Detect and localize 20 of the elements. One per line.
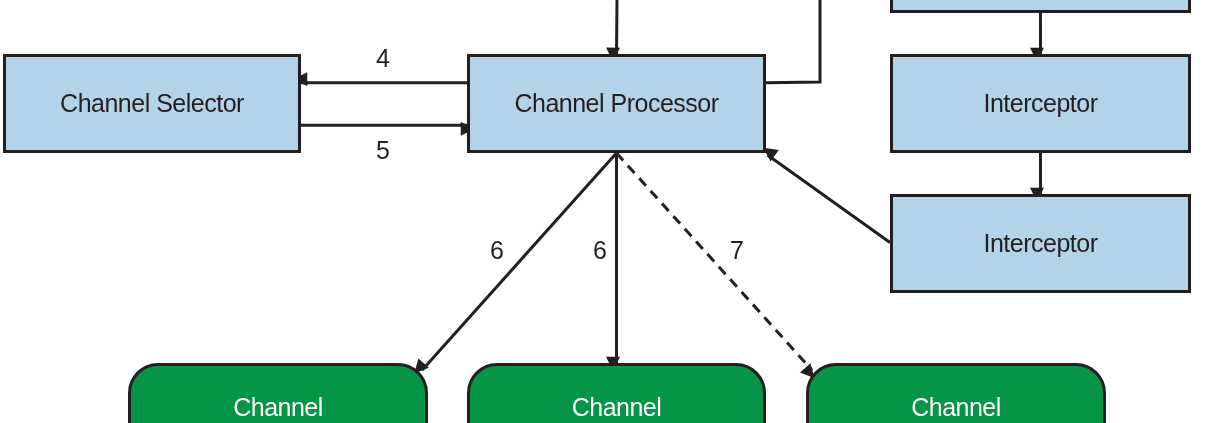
arrow	[763, 147, 891, 244]
node-label: Interceptor	[983, 89, 1098, 118]
edge-label: 5	[376, 137, 390, 163]
process-box	[890, 54, 1191, 153]
node-label: Interceptor	[983, 229, 1098, 258]
process-box	[467, 54, 766, 153]
connector-line	[765, 0, 822, 85]
edge-label: 6	[593, 237, 607, 263]
arrow	[414, 152, 618, 374]
process-box	[3, 54, 301, 153]
edge-label: 6	[490, 237, 504, 263]
node-label: Channel	[571, 394, 662, 422]
node-label: Channel Selector	[60, 89, 244, 118]
edge-label: 7	[730, 237, 744, 263]
dashed-arrow	[615, 152, 815, 379]
edge-label: 4	[376, 45, 390, 71]
node-label: Channel	[911, 394, 1001, 422]
process-box	[890, 194, 1191, 293]
node-label: Channel	[233, 394, 323, 422]
node-label: Channel Processor	[514, 89, 719, 118]
